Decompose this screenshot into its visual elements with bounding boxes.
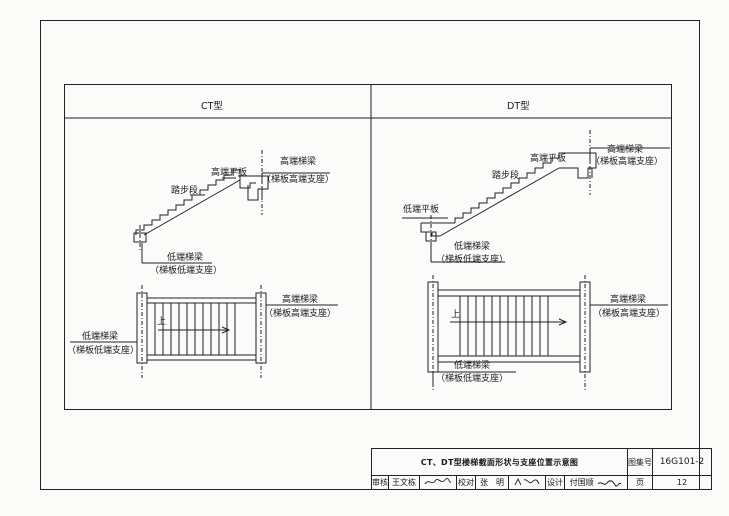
sheet-frame (40, 20, 700, 490)
design-name: 付国顺 (569, 478, 594, 487)
design-cell: 付国顺 (564, 475, 628, 490)
page-label: 页 (627, 475, 653, 490)
ct-high-support-label: （梯板高端支座） (262, 175, 335, 185)
ct-plan-high-beam-label: 高端梯梁 (282, 295, 319, 305)
dt-plan-drawing (427, 275, 668, 392)
drawing-title: CT、DT型楼梯截面形状与支座位置示意图 (371, 448, 628, 476)
ct-plan-up-label: 上 (157, 317, 167, 327)
dt-high-beam-label: 高端梯梁 (607, 145, 644, 155)
check-name: 张 明 (475, 475, 509, 490)
page-number: 12 (652, 475, 712, 490)
dt-section-drawing (402, 130, 670, 263)
dt-plan-high-support-label: （梯板高端支座） (593, 309, 666, 319)
dt-plan-low-support-label: （梯板低端支座） (436, 374, 509, 384)
ct-high-beam-label: 高端梯梁 (280, 157, 317, 167)
dt-plan-up-label: 上 (451, 310, 461, 320)
ct-plan-low-beam-label: 低端梯梁 (82, 332, 119, 342)
dt-high-platform-label: 高端平板 (530, 154, 567, 164)
atlas-number: 16G101-2 (652, 448, 712, 476)
ct-steps-label: 踏步段 (171, 186, 199, 196)
dt-high-support-label: （梯板高端支座） (591, 157, 664, 167)
dt-plan-high-beam-label: 高端梯梁 (610, 295, 647, 305)
design-label: 设计 (545, 475, 565, 490)
ct-panel-title: CT型 (201, 101, 223, 112)
title-block: CT、DT型楼梯截面形状与支座位置示意图 图集号 16G101-2 审核 王文栋… (371, 448, 712, 490)
review-signature-mark (424, 477, 452, 484)
ct-high-platform-label: 高端平板 (211, 168, 248, 178)
review-name: 王文栋 (388, 475, 420, 490)
review-label: 审核 (371, 475, 389, 490)
check-signature (508, 475, 546, 490)
drawing-area (64, 84, 672, 410)
dt-plan-low-beam-label: 低端梯梁 (454, 361, 491, 371)
ct-low-beam-label: 低端梯梁 (167, 253, 204, 263)
atlas-label: 图集号 (627, 448, 653, 476)
review-signature (419, 475, 457, 490)
check-signature-mark (514, 477, 540, 485)
dt-low-platform-label: 低端平板 (403, 205, 440, 215)
ct-plan-high-support-label: （梯板高端支座） (264, 309, 337, 319)
dt-panel-title: DT型 (507, 101, 530, 112)
ct-plan-low-support-label: （梯板低端支座） (67, 346, 140, 356)
ct-low-support-label: （梯板低端支座） (150, 266, 223, 276)
ct-plan-drawing (70, 285, 338, 378)
design-signature-mark (597, 479, 622, 487)
dt-steps-label: 踏步段 (492, 171, 520, 181)
ct-section-drawing (133, 150, 330, 264)
dt-low-beam-label: 低端梯梁 (454, 242, 491, 252)
dt-low-support-label: （梯板低端支座） (436, 255, 509, 265)
check-label: 校对 (456, 475, 476, 490)
